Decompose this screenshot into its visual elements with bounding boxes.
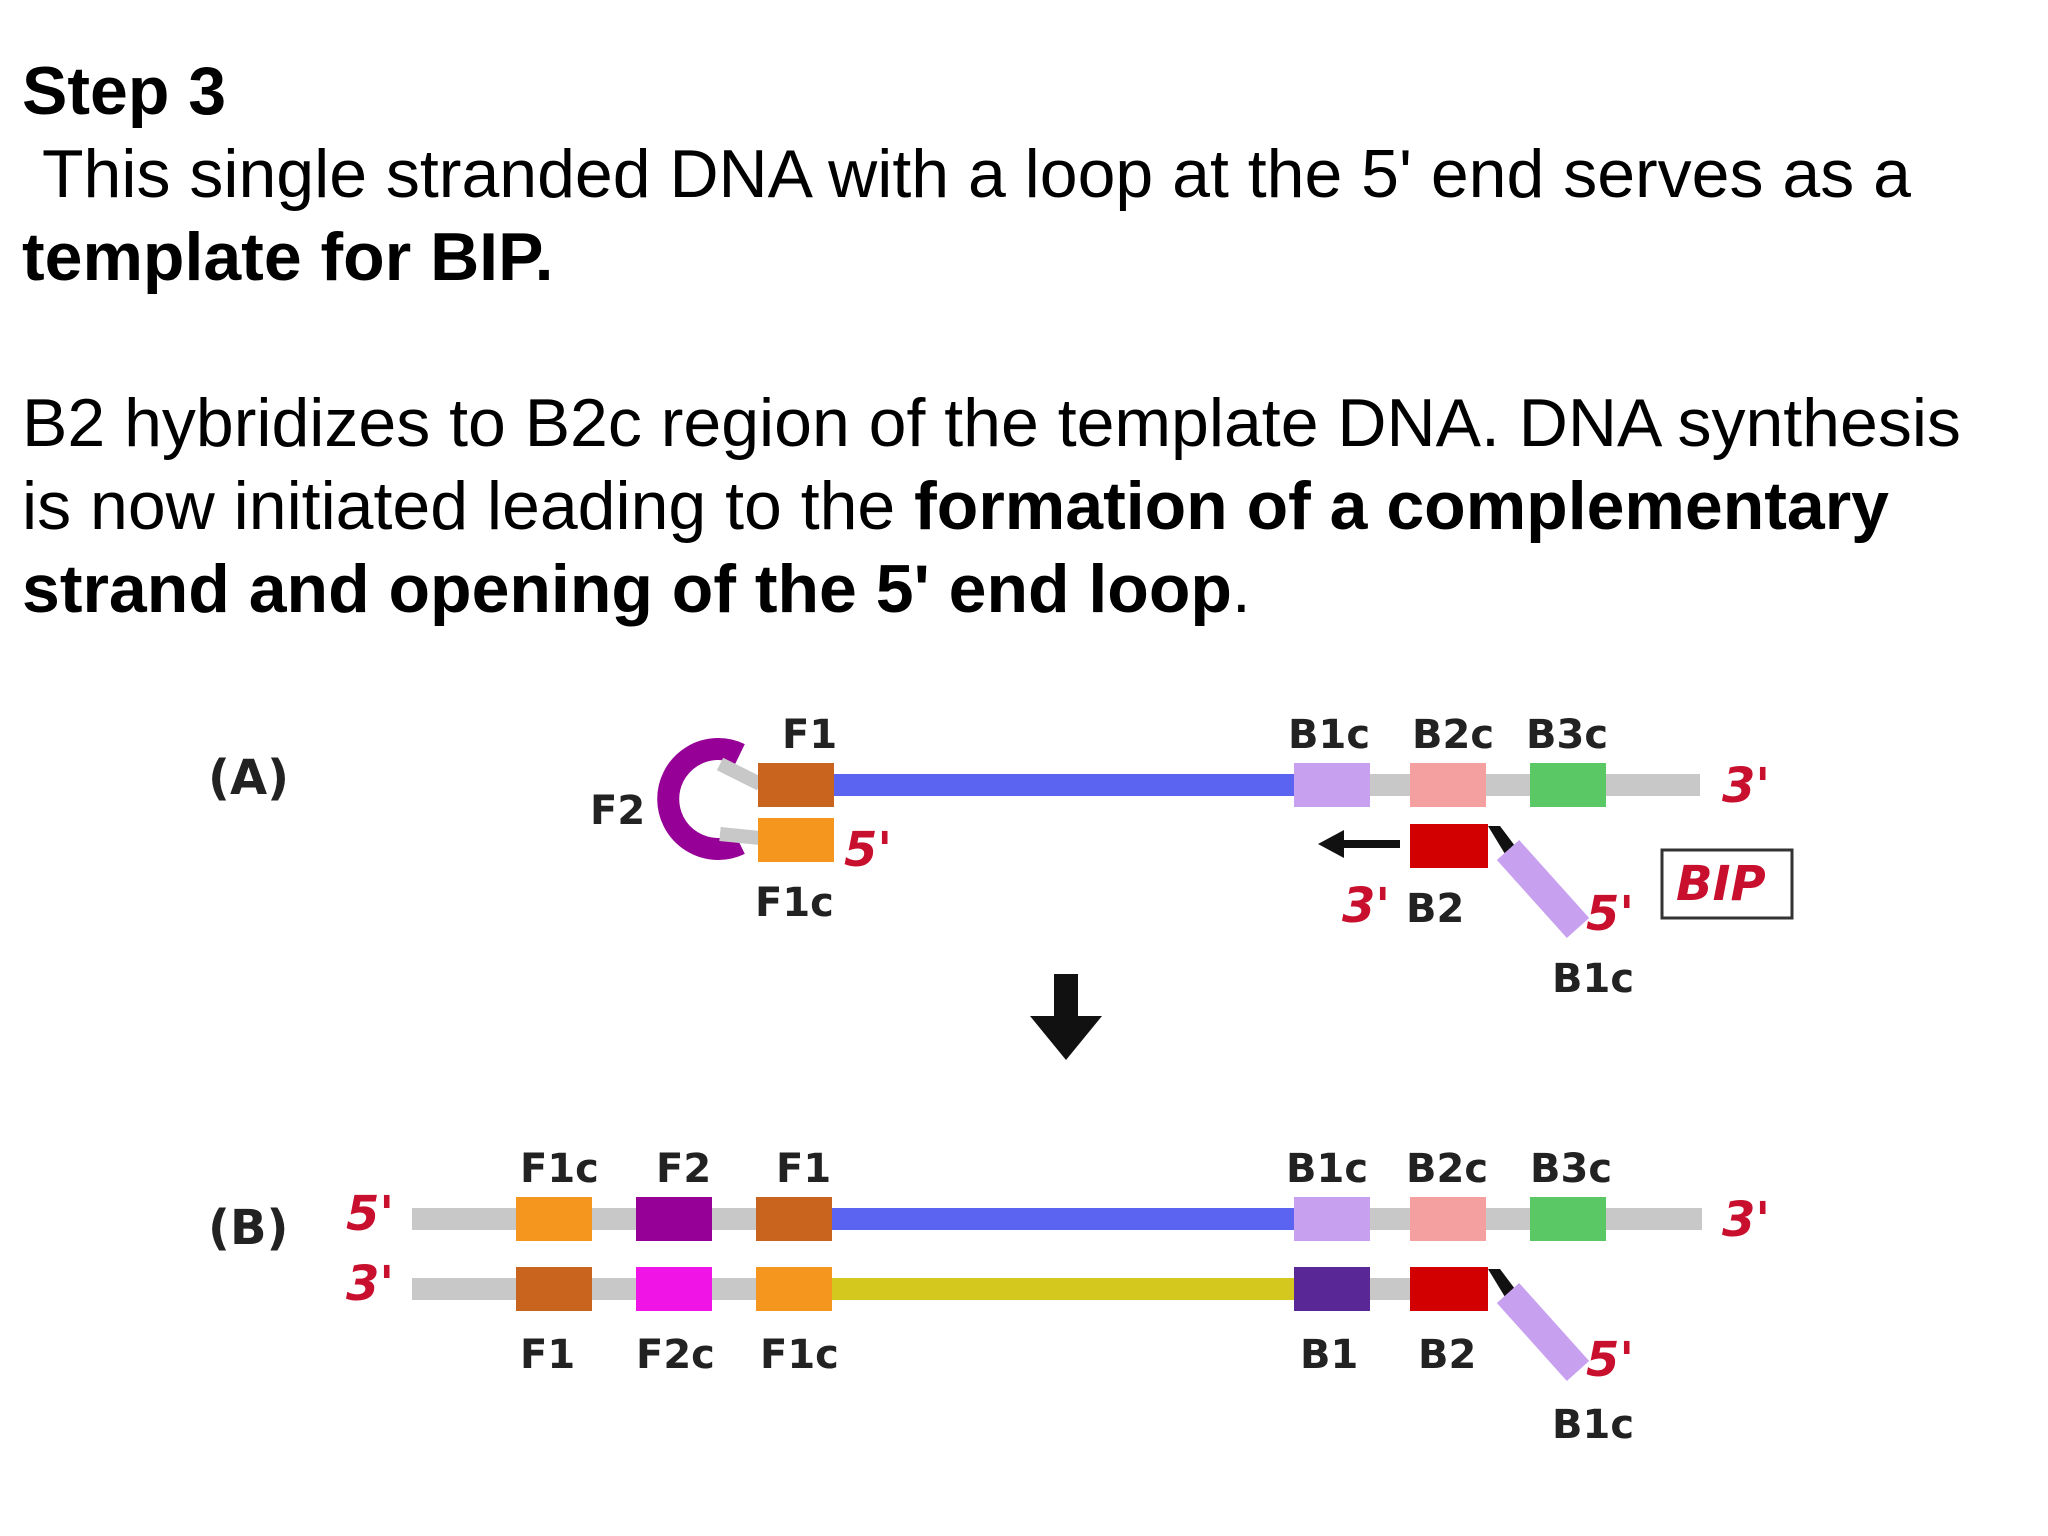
paragraph-2-end: . <box>1231 551 1251 627</box>
b-f1c-top-label: F1c <box>520 1146 599 1192</box>
bip-box <box>1660 848 1794 920</box>
b-b3c-top-label: B3c <box>1530 1146 1612 1192</box>
b-top-f1 <box>756 1197 832 1241</box>
loop-connector-bottom <box>719 827 761 845</box>
a-b2-three-prime: 3' <box>1342 878 1390 934</box>
b-f2-top-label: F2 <box>656 1146 711 1192</box>
b-top-f1c <box>516 1197 592 1241</box>
panel-a-label: (A) <box>208 750 289 806</box>
b-five-prime-right: 5' <box>1586 1332 1634 1388</box>
b-bottom-b1 <box>1294 1267 1370 1311</box>
a-f2-label: F2 <box>590 788 645 834</box>
paragraph-2-text: B2 hybridizes to B2c region of the templ… <box>22 385 1961 544</box>
b-f2c-bottom-label: F2c <box>636 1332 715 1378</box>
paragraph-1-bold: template for BIP. <box>22 219 554 295</box>
b-b1c-top-label: B1c <box>1286 1146 1368 1192</box>
b-bottom-yellow <box>830 1278 1300 1300</box>
b-top-f2 <box>636 1197 712 1241</box>
bip-label: BIP <box>1676 856 1766 912</box>
a-b2c-label: B2c <box>1412 712 1494 758</box>
b-top-b1c <box>1294 1197 1370 1241</box>
b-b1c-tail-label: B1c <box>1552 1402 1634 1448</box>
b-f1c-bottom-label: F1c <box>760 1332 839 1378</box>
panel-b-label: (B) <box>208 1200 288 1256</box>
b-f1-bottom-label: F1 <box>520 1332 575 1378</box>
a-b2-block <box>1410 824 1488 868</box>
b-three-prime-left: 3' <box>346 1256 394 1312</box>
b-top-blue <box>830 1208 1300 1230</box>
lamp-diagram: (A) F1 F2 F1c 5' B1c B2c B3c 3' 3' B2 5' <box>208 712 1794 1448</box>
a-b1c-bottom-label: B1c <box>1552 956 1634 1002</box>
a-blue-strand <box>830 774 1300 796</box>
panel-a: (A) F1 F2 F1c 5' B1c B2c B3c 3' 3' B2 5' <box>208 712 1794 1002</box>
down-arrow-icon <box>1030 974 1102 1060</box>
a-synthesis-arrow-head <box>1318 830 1344 858</box>
b-bottom-f2c <box>636 1267 712 1311</box>
loop-connector-top <box>716 757 764 791</box>
b-bottom-f1c <box>756 1267 832 1311</box>
paragraph-2: B2 hybridizes to B2c region of the templ… <box>22 382 2022 631</box>
a-b2c-block <box>1410 763 1486 807</box>
b-top-b2c <box>1410 1197 1486 1241</box>
b-bottom-b2 <box>1410 1267 1488 1311</box>
step-heading: Step 3 <box>22 53 227 129</box>
b-b2-joint <box>1488 1269 1515 1297</box>
b-three-prime-right: 3' <box>1722 1192 1770 1248</box>
b-f1-top-label: F1 <box>776 1146 831 1192</box>
b-bottom-f1 <box>516 1267 592 1311</box>
a-five-prime: 5' <box>844 822 892 878</box>
b-top-b3c <box>1530 1197 1606 1241</box>
a-f1c-block <box>758 818 834 862</box>
a-b2-joint <box>1488 826 1515 854</box>
f2-loop <box>657 738 745 860</box>
a-f1-label: F1 <box>782 712 837 758</box>
a-b3c-block <box>1530 763 1606 807</box>
a-three-prime: 3' <box>1722 758 1770 814</box>
a-b3c-label: B3c <box>1526 712 1608 758</box>
b-b1-bottom-label: B1 <box>1300 1332 1358 1378</box>
a-f1c-label: F1c <box>755 880 834 926</box>
a-b1c-block <box>1294 763 1370 807</box>
b-b2c-top-label: B2c <box>1406 1146 1488 1192</box>
paragraph-2-bold: formation of a complementary strand and … <box>22 468 1889 627</box>
a-bip-five-prime: 5' <box>1586 886 1634 942</box>
a-f1-block <box>758 763 834 807</box>
step-text: Step 3 This single stranded DNA with a l… <box>22 50 2022 631</box>
a-bip-tail <box>1496 839 1590 939</box>
b-b1c-tail <box>1496 1282 1590 1382</box>
paragraph-1: This single stranded DNA with a loop at … <box>22 133 2022 299</box>
b-five-prime-left: 5' <box>346 1186 394 1242</box>
b-b2-bottom-label: B2 <box>1418 1332 1476 1378</box>
a-b1c-top-label: B1c <box>1288 712 1370 758</box>
a-b2-label: B2 <box>1406 886 1464 932</box>
panel-b: (B) 5' 3' F1c F2 F1 B1c B2c B3c 3' F1 F2… <box>208 1146 1770 1448</box>
paragraph-1-text: This single stranded DNA with a loop at … <box>42 136 1911 212</box>
